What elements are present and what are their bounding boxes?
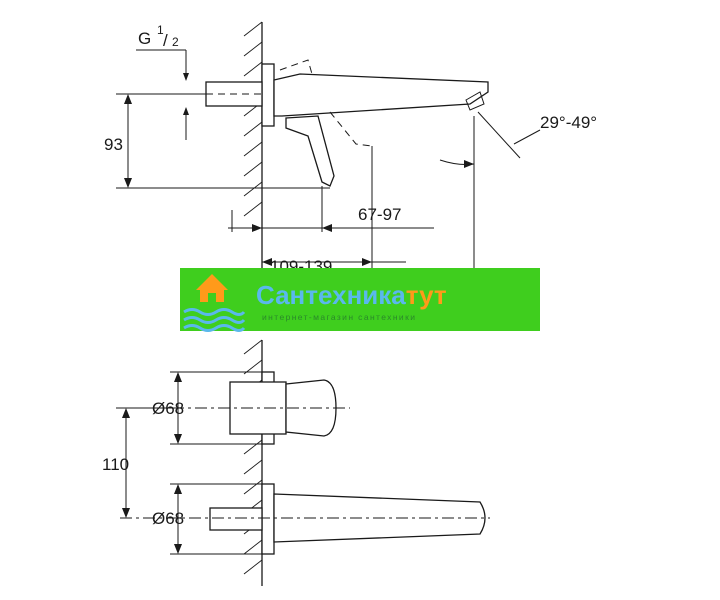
thread-label: G 1 / 2 (136, 23, 189, 140)
thread-numerator: 1 (157, 23, 164, 37)
dim-67-97-label: 67-97 (358, 205, 401, 224)
house-logo-icon (183, 274, 246, 332)
side-view: G 1 / 2 93 67-97 (104, 21, 597, 310)
spout-side (273, 73, 489, 117)
dim-angle: 29°-49° (439, 111, 597, 168)
thread-denominator: 2 (172, 35, 179, 49)
watermark-subtitle: интернет-магазин сантехники (262, 312, 416, 322)
wall-front (243, 339, 263, 586)
thread-letter: G (138, 29, 151, 48)
lever-handle-side (285, 115, 335, 187)
watermark: Сантехникатут интернет-магазин сантехник… (180, 268, 540, 332)
rosette-side (261, 63, 275, 127)
dim-angle-label: 29°-49° (540, 113, 597, 132)
watermark-title: Сантехникатут (256, 280, 447, 310)
dim-diameter-bottom: Ø68 (152, 483, 262, 555)
spout-pipe (209, 507, 263, 531)
inlet-pipe (205, 81, 263, 107)
dim-110-label: 110 (102, 455, 129, 474)
spout-rosette (261, 483, 275, 555)
dim-93: 93 (104, 93, 330, 189)
front-view: Ø68 Ø68 110 (102, 339, 490, 586)
dim-110: 110 (102, 407, 172, 518)
dim-diameter-bottom-label: Ø68 (152, 509, 184, 528)
dim-93-label: 93 (104, 135, 123, 154)
thread-slash: / (163, 31, 168, 50)
watermark-band (180, 268, 540, 331)
dim-67-97: 67-97 (228, 205, 434, 232)
